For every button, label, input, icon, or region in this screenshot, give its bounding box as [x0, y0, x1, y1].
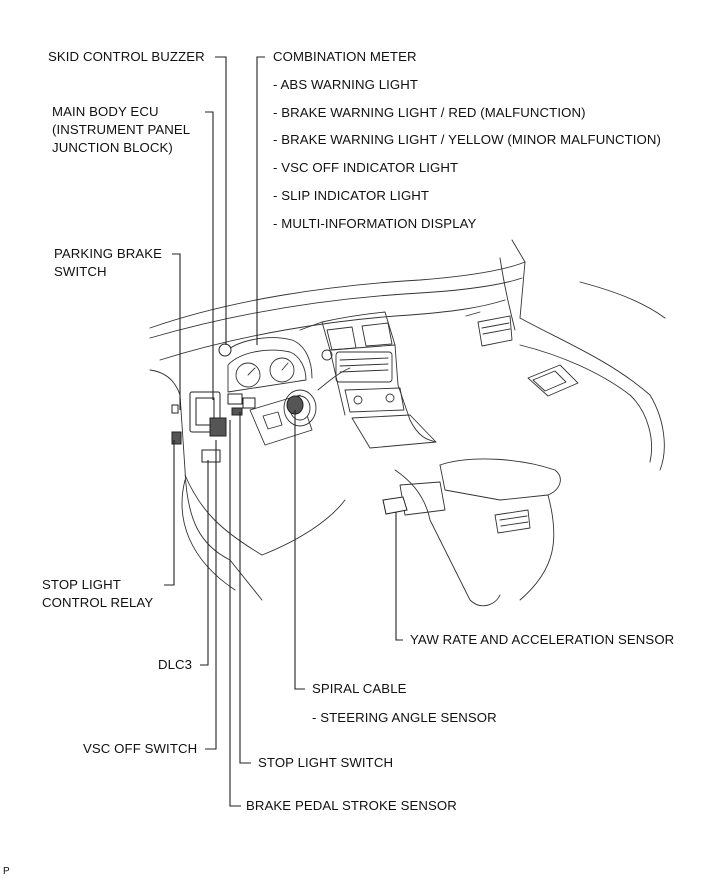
dlc3-label: DLC3	[158, 657, 193, 672]
combination-meter-item: - ABS WARNING LIGHT	[273, 77, 419, 92]
stop-light-switch-label: STOP LIGHT SWITCH	[258, 755, 394, 770]
combination-meter-item: - SLIP INDICATOR LIGHT	[273, 188, 430, 203]
combination-meter-item: - BRAKE WARNING LIGHT / RED (MALFUNCTION…	[273, 105, 586, 120]
spiral-cable-label: SPIRAL CABLE	[312, 681, 407, 696]
stop-light-control-relay-line2: CONTROL RELAY	[42, 595, 154, 610]
skid-control-buzzer-label: SKID CONTROL BUZZER	[48, 49, 205, 64]
dashboard-outline	[149, 239, 666, 607]
main-body-ecu-label: MAIN BODY ECU (INSTRUMENT PANEL JUNCTION…	[52, 103, 190, 157]
parking-brake-switch-label: PARKING BRAKE SWITCH	[54, 245, 162, 281]
corner-mark: P	[3, 866, 10, 877]
stop-light-control-relay-label: STOP LIGHT CONTROL RELAY	[42, 576, 153, 612]
main-body-ecu-line3: JUNCTION BLOCK)	[52, 140, 173, 155]
parking-brake-switch-line1: PARKING BRAKE	[54, 246, 163, 261]
combination-meter-item: - VSC OFF INDICATOR LIGHT	[273, 160, 459, 175]
main-body-ecu-line1: MAIN BODY ECU	[52, 104, 159, 119]
main-body-ecu-line2: (INSTRUMENT PANEL	[52, 122, 191, 137]
stop-light-control-relay-line1: STOP LIGHT	[42, 577, 121, 592]
yaw-rate-sensor-label: YAW RATE AND ACCELERATION SENSOR	[410, 632, 675, 647]
brake-pedal-stroke-sensor-label: BRAKE PEDAL STROKE SENSOR	[246, 798, 457, 813]
combination-meter-item: - MULTI-INFORMATION DISPLAY	[273, 216, 477, 231]
leader-lines	[164, 56, 403, 807]
combination-meter-label: COMBINATION METER	[273, 49, 417, 64]
vsc-off-switch-label: VSC OFF SWITCH	[83, 741, 198, 756]
parking-brake-switch-line2: SWITCH	[54, 264, 107, 279]
component-parts	[171, 343, 408, 515]
combination-meter-item: - BRAKE WARNING LIGHT / YELLOW (MINOR MA…	[273, 132, 661, 147]
steering-angle-sensor-label: - STEERING ANGLE SENSOR	[312, 710, 497, 725]
